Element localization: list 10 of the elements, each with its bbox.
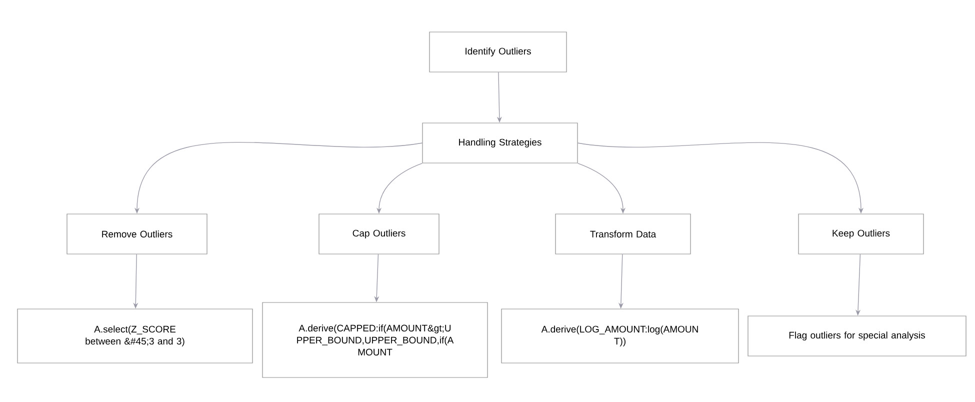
process-box: A.derive(LOG_AMOUNT:log(AMOUN T)): [501, 308, 739, 364]
process-box: Handling Strategies: [422, 122, 578, 164]
process-box: Flag outliers for special analysis: [748, 316, 966, 356]
process-box: Identify Outliers: [429, 32, 567, 72]
process-box: Cap Outliers: [318, 214, 440, 254]
process-box: Transform Data: [555, 214, 691, 254]
process-box: Remove Outliers: [66, 214, 208, 254]
process-box: A.select(Z_SCORE between &#45;3 and 3): [17, 308, 253, 364]
process-box: A.derive(CAPPED:if(AMOUNT&gt;U PPER_BOUND,UPPER_BOUND,if(A MOUNT: [262, 302, 488, 378]
process-box: Keep Outliers: [798, 214, 924, 254]
